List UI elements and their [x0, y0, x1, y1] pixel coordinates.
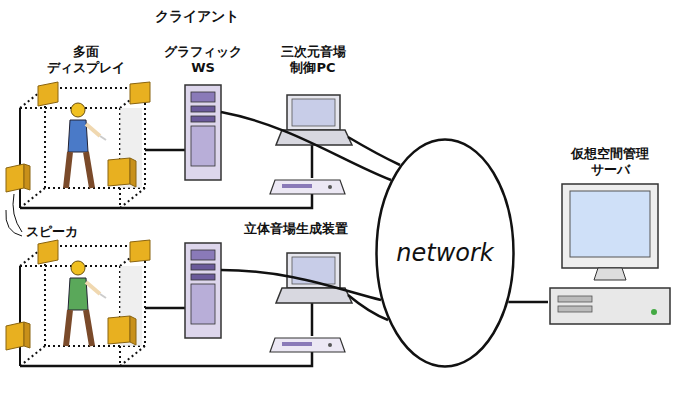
- network-link: [508, 301, 548, 304]
- part-label: 多面 ディスプレイ: [47, 44, 125, 77]
- node-heading: 仮想空間管理 サーバ: [571, 146, 649, 179]
- part-label: 立体音場生成装置: [244, 221, 348, 237]
- part-label: 三次元音場 制御PC: [281, 44, 346, 77]
- part-label: スピーカ: [26, 224, 78, 240]
- network-label: network: [396, 238, 493, 268]
- network-cloud: network: [375, 138, 515, 368]
- part-label: グラフィック WS: [164, 44, 242, 77]
- server-node: 仮想空間管理 サーバ: [548, 146, 672, 326]
- group-heading: クライアント: [155, 8, 239, 26]
